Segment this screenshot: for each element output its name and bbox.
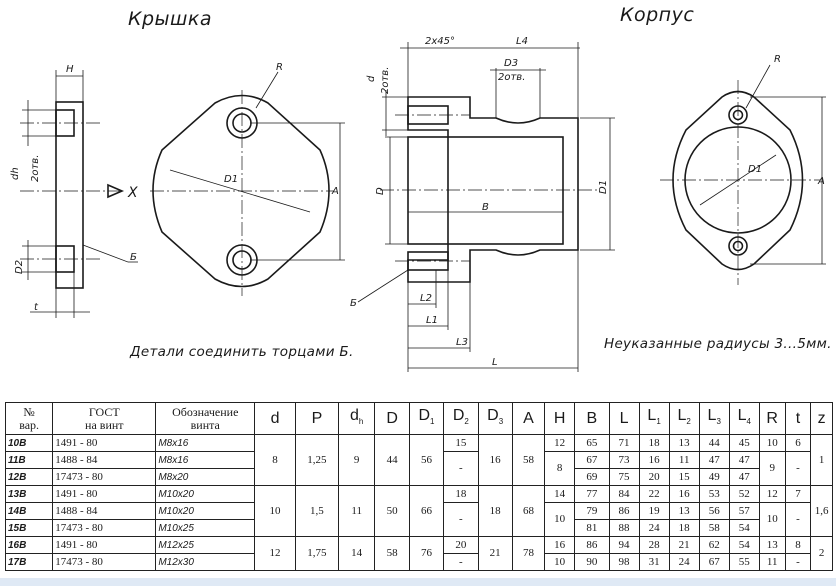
label-2holes-2: 2отв. (380, 67, 391, 94)
label-L2: L2 (420, 293, 432, 304)
title-body: Корпус (620, 4, 695, 26)
table-row: 17В 17473 - 80 М12х30 - 10 90 98 31 24 6… (4, 553, 833, 571)
col-L2: L2 (668, 402, 700, 435)
col-D: D (374, 402, 410, 435)
col-P: P (294, 402, 339, 435)
label-D1-mid: D1 (598, 180, 609, 194)
label-R-left: R (276, 62, 283, 73)
label-D: D (375, 187, 386, 195)
label-D3: D3 (504, 58, 518, 69)
label-B-dim: B (482, 202, 489, 213)
body-end-view (660, 64, 826, 285)
col-D1: D1 (408, 402, 445, 435)
col-L4: L4 (728, 402, 760, 435)
title-lid: Крышка (128, 8, 213, 30)
label-H: H (66, 64, 74, 75)
lid-front-view (150, 71, 345, 296)
label-A-right: A (817, 176, 825, 187)
body-section-view (357, 42, 615, 372)
col-d: d (254, 402, 296, 435)
label-chamfer: 2х45° (425, 36, 455, 47)
col-R: R (758, 402, 786, 435)
label-2holes-1: 2отв. (30, 155, 41, 182)
col-B: B (574, 402, 610, 435)
label-D2: D2 (14, 260, 25, 274)
col-H: H (544, 402, 576, 435)
col-D3: D3 (477, 402, 513, 435)
col-z: z (810, 402, 833, 435)
label-2holes-3: 2отв. (498, 72, 525, 83)
table-row: 13В 1491 - 80 М10х20 10 1,5 11 50 66 18 … (4, 485, 833, 537)
label-d: d (366, 75, 377, 82)
label-L4: L4 (516, 36, 528, 47)
table-row: 15В 17473 - 80 М10х25 81 88 24 18 58 54 (4, 519, 833, 537)
table-row: 10В 1491 - 80 М8х16 8 1,25 9 44 56 15 16… (4, 434, 833, 486)
col-L: L (608, 402, 640, 435)
col-L1: L1 (638, 402, 670, 435)
col-dh: dh (337, 402, 376, 435)
label-B-mid: Б (350, 298, 357, 309)
label-D1-left: D1 (224, 174, 238, 185)
lid-section-view (20, 70, 138, 318)
label-D1-right: D1 (748, 164, 762, 175)
table-row: 16В 1491 - 80 М12х25 12 1,75 14 58 76 20… (4, 536, 833, 571)
table-row: 11В 1488 - 84 М8х16 - 8 67 73 16 11 47 4… (4, 451, 833, 486)
note-body: Неуказанные радиусы 3...5мм. (604, 336, 832, 352)
col-A: A (511, 402, 546, 435)
label-A-left: A (331, 186, 339, 197)
label-L1: L1 (426, 315, 438, 326)
table-row: 14В 1488 - 84 М10х20 - 10 79 86 19 13 56… (4, 502, 833, 537)
col-D2: D2 (443, 402, 479, 435)
col-t: t (784, 402, 812, 435)
label-dh: dh (10, 167, 21, 180)
note-lid: Детали соединить торцами Б. (130, 344, 354, 360)
bottom-border (0, 578, 836, 586)
label-X: X (127, 185, 138, 201)
label-B-left: Б (130, 252, 137, 263)
label-t: t (34, 302, 39, 313)
technical-drawing: H R D1 A X Б dh 2отв. D2 t 2х45° L4 d 2о… (10, 36, 826, 372)
label-R-right: R (774, 54, 781, 65)
label-L: L (492, 357, 498, 368)
col-L3: L3 (698, 402, 730, 435)
label-L3: L3 (456, 337, 468, 348)
